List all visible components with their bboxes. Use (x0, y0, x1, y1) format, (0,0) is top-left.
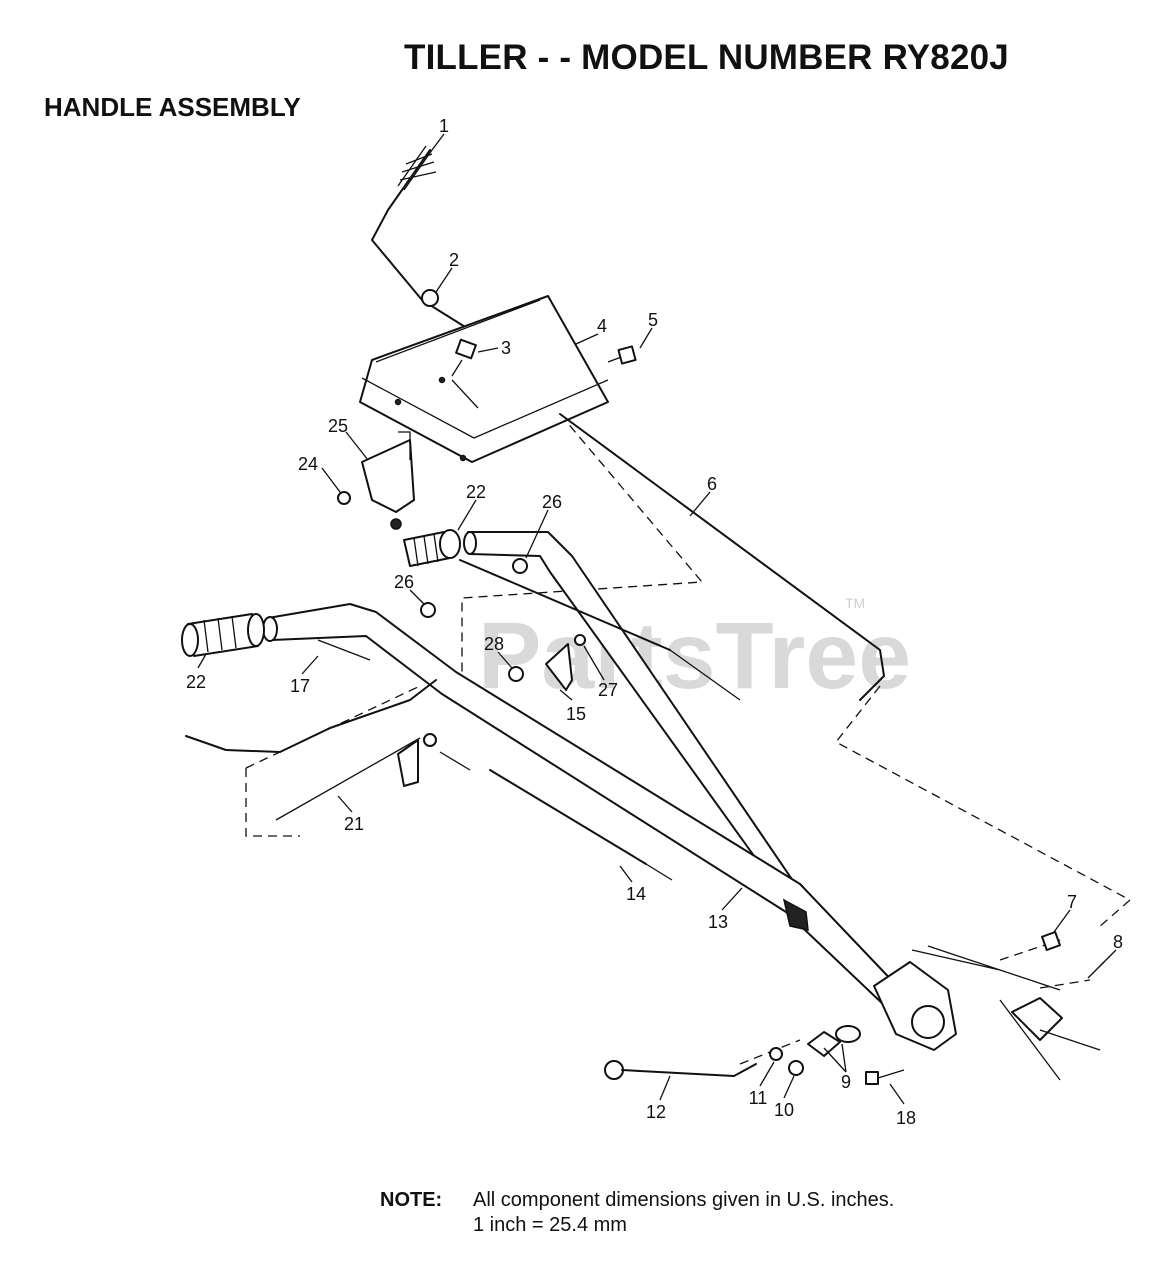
callout-24: 24 (298, 454, 318, 474)
callout-1: 1 (439, 116, 449, 136)
callout-labels: 1 2 3 4 5 6 7 8 9 10 11 12 13 14 15 17 1… (186, 116, 1123, 1128)
callout-22-upper: 22 (466, 482, 486, 502)
callout-8: 8 (1113, 932, 1123, 952)
callout-3: 3 (501, 338, 511, 358)
callout-7: 7 (1067, 892, 1077, 912)
callout-17: 17 (290, 676, 310, 696)
callout-18: 18 (896, 1108, 916, 1128)
part-6-long-rod (559, 413, 885, 701)
part-15-bracket (545, 643, 573, 691)
part-22-lower-grip (181, 613, 265, 657)
part-21-lever-rod (185, 679, 437, 821)
callout-25: 25 (328, 416, 348, 436)
part-12-shift-lever (604, 1060, 757, 1080)
note-line-2: 1 inch = 25.4 mm (473, 1214, 627, 1236)
part-25-bracket (361, 431, 415, 530)
part-7-bolt (1041, 931, 1061, 951)
part-22-upper-grip (403, 529, 461, 567)
callout-10: 10 (774, 1100, 794, 1120)
callout-21: 21 (344, 814, 364, 834)
callout-13: 13 (708, 912, 728, 932)
callout-15: 15 (566, 704, 586, 724)
callout-14: 14 (626, 884, 646, 904)
partstree-watermark: PartsTree TM (478, 595, 911, 709)
callout-11: 11 (749, 1088, 768, 1108)
callout-26-upper: 26 (542, 492, 562, 512)
part-5-bolt (607, 345, 637, 365)
part-8-pin (999, 961, 1105, 1081)
part-4-shield (359, 295, 609, 463)
watermark-trademark: TM (845, 595, 865, 611)
part-9-bracket (807, 1025, 861, 1057)
assembly-subtitle: HANDLE ASSEMBLY (44, 92, 301, 122)
part-2-nut (421, 289, 439, 307)
part-14-cable (439, 751, 673, 881)
pivot-housing (873, 945, 1061, 1051)
diagram-title: TILLER - - MODEL NUMBER RY820J (404, 38, 1009, 77)
callout-2: 2 (449, 250, 459, 270)
throttle-cable (459, 559, 741, 701)
note-label: NOTE: (380, 1189, 443, 1211)
part-17-spring (317, 639, 371, 661)
callout-5: 5 (648, 310, 658, 330)
part-26-nut-upper (512, 558, 528, 574)
callout-4: 4 (597, 316, 607, 336)
callout-28: 28 (484, 634, 504, 654)
leader-lines (197, 133, 1117, 1105)
part-3-bolt (451, 338, 479, 409)
note-line-1: All component dimensions given in U.S. i… (473, 1189, 895, 1211)
callout-12: 12 (646, 1102, 666, 1122)
part-28-nut (508, 666, 524, 682)
callout-26-lower: 26 (394, 572, 414, 592)
part-10-nut (788, 1060, 804, 1076)
part-24-nut (337, 491, 351, 505)
part-11-washer (769, 1047, 783, 1061)
part-18-bolt (865, 1069, 905, 1085)
callout-9: 9 (841, 1072, 851, 1092)
watermark-text: PartsTree (478, 603, 911, 709)
callout-27: 27 (598, 680, 618, 700)
part-1-shift-rod (371, 145, 471, 331)
callout-6: 6 (707, 474, 717, 494)
callout-22-lower: 22 (186, 672, 206, 692)
part-26-nut-lower (420, 602, 436, 618)
part-27-washer (574, 634, 586, 646)
